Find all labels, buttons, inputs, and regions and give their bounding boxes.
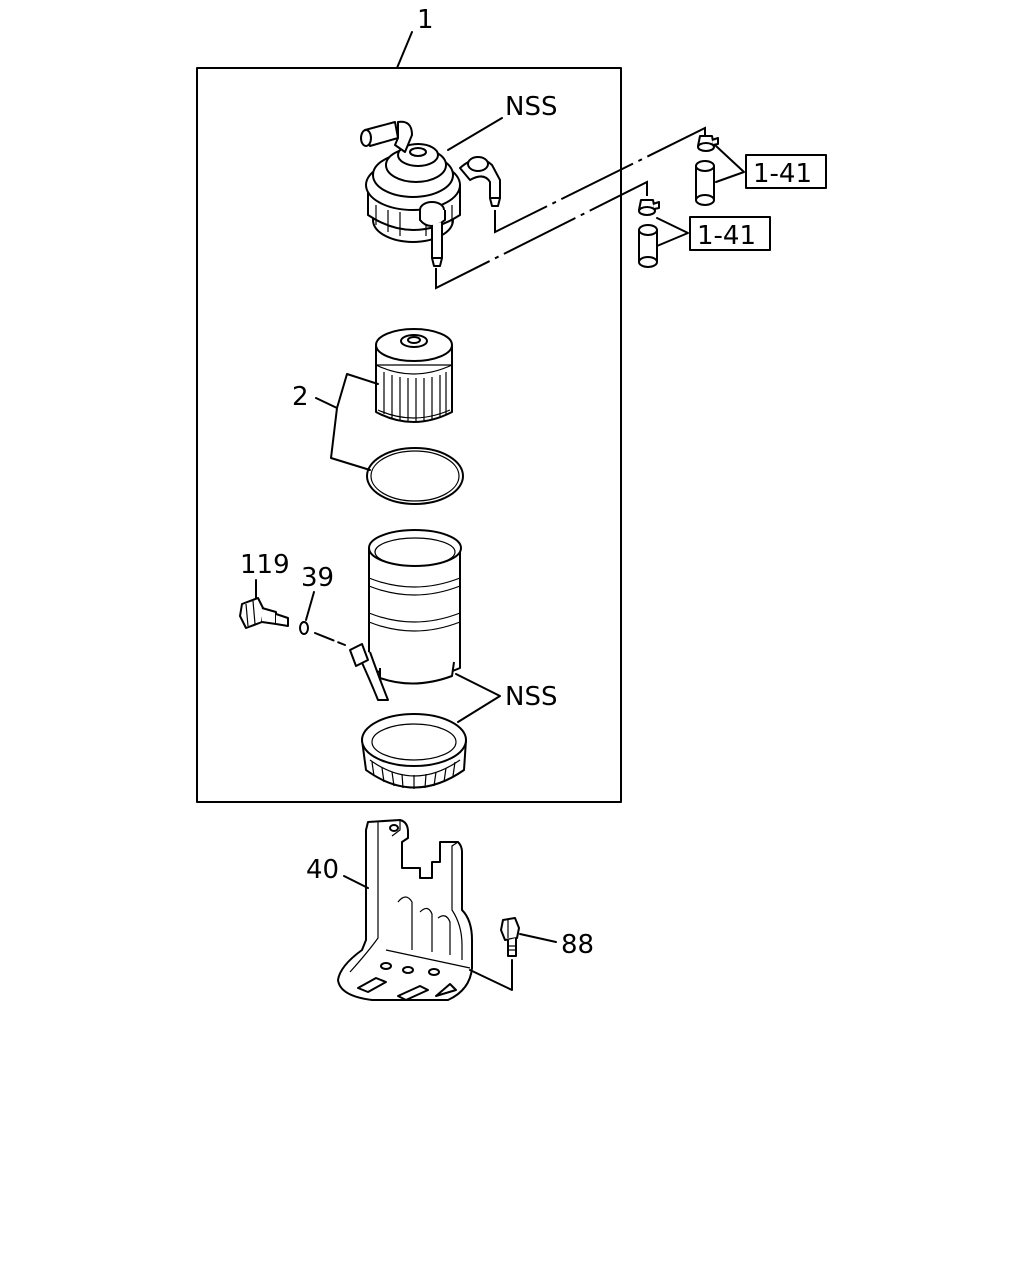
filter-bowl: [349, 529, 462, 701]
leader-nss-head: [447, 117, 503, 151]
callout-40: 40: [306, 855, 339, 885]
leader-ref-upper: [715, 145, 745, 183]
callout-119: 119: [240, 550, 290, 580]
callout-2: 2: [292, 382, 309, 412]
hose-clamp-lower: [638, 199, 660, 216]
assembly-frame: [196, 67, 622, 803]
bolt-centerline: [469, 959, 513, 991]
filter-head: [360, 120, 501, 267]
filter-element: [375, 328, 453, 423]
leader-2: [315, 373, 379, 471]
callout-nss-bowl: NSS: [505, 682, 557, 712]
o-ring-large: [366, 447, 464, 505]
fuel-line-lower: [435, 180, 648, 290]
callout-1: 1: [417, 5, 434, 35]
hose-upper: [695, 160, 715, 206]
fuel-line-upper: [494, 126, 706, 234]
hose-clamp-upper: [697, 135, 719, 152]
o-ring-small: [299, 621, 309, 635]
ref-label-upper: 1-41: [753, 159, 812, 189]
hose-lower: [638, 224, 658, 268]
mounting-bracket: [337, 819, 473, 1001]
ref-label-lower: 1-41: [697, 221, 756, 251]
ref-box-upper: [745, 154, 827, 189]
retaining-ring: [361, 713, 467, 789]
leader-1: [396, 31, 413, 69]
leader-ref-lower: [656, 217, 689, 247]
leader-88: [519, 933, 557, 943]
callout-nss-head: NSS: [505, 92, 557, 122]
ref-box-lower: [689, 216, 771, 251]
leader-nss-bowl: [455, 673, 501, 723]
water-sensor: [239, 597, 289, 629]
callout-39: 39: [301, 563, 334, 593]
leader-39-axis: [314, 632, 346, 646]
leader-40: [343, 875, 369, 889]
leader-39: [305, 591, 315, 621]
callout-88: 88: [561, 930, 594, 960]
bolt: [500, 917, 520, 957]
